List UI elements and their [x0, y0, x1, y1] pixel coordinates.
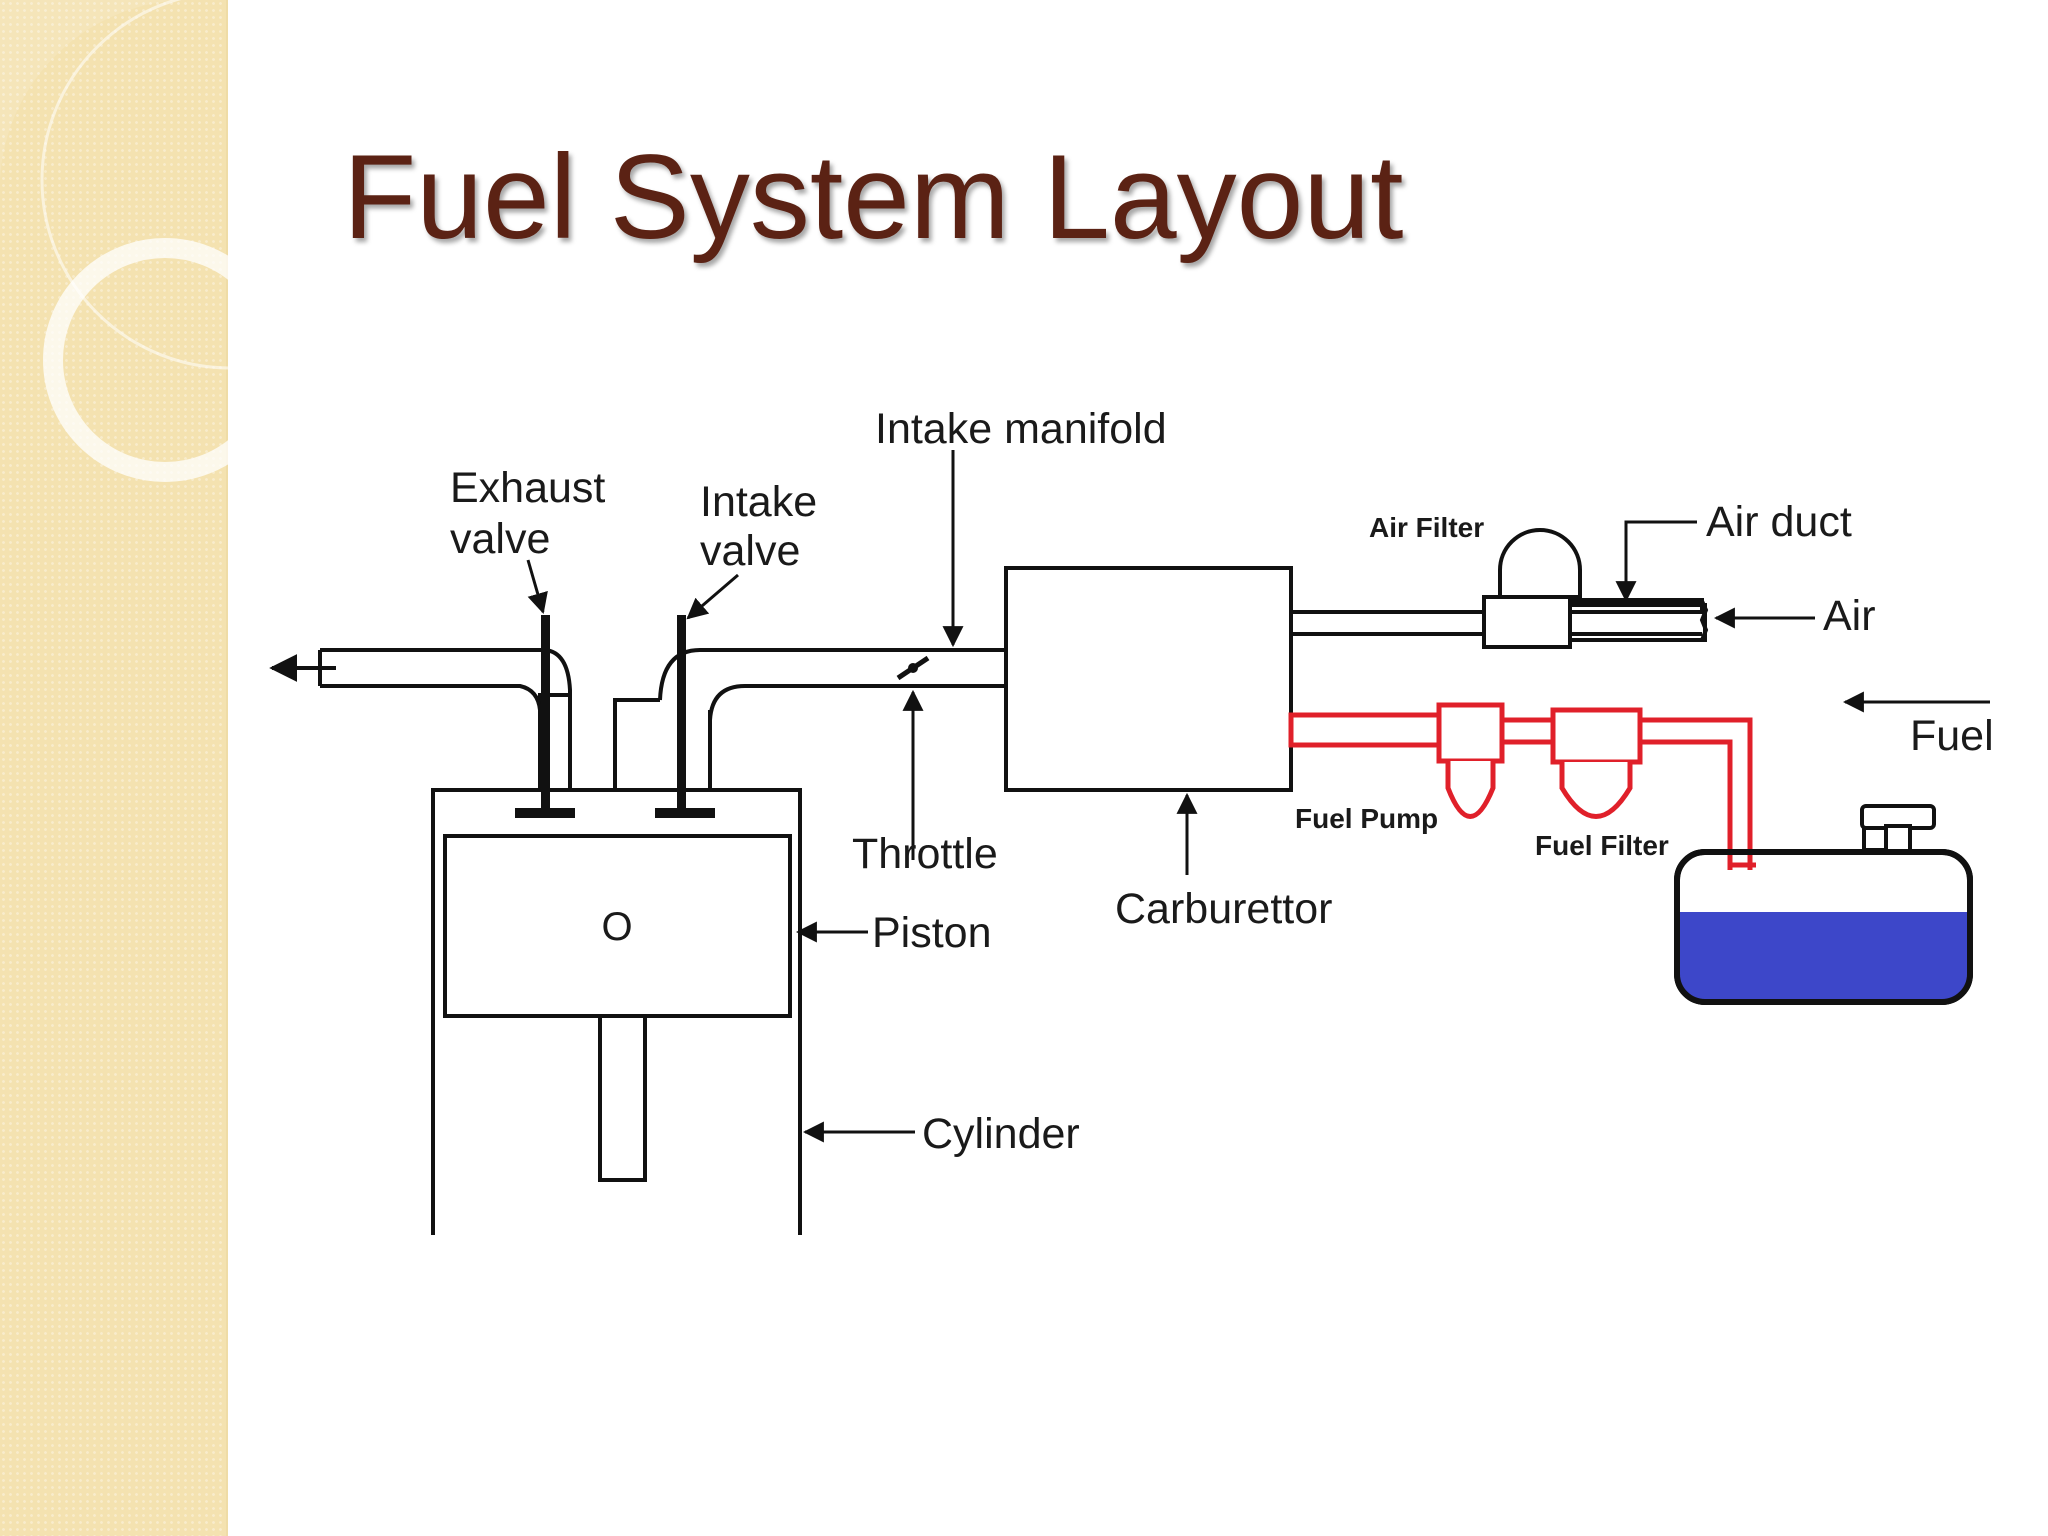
label-fuel-pump: Fuel Pump	[1295, 803, 1438, 834]
fuel-line	[1288, 712, 1756, 870]
label-throttle: Throttle	[852, 830, 998, 878]
fuel-tank	[1674, 804, 1973, 1005]
exhaust-valve	[515, 615, 575, 818]
throttle-valve	[896, 655, 930, 681]
label-piston: Piston	[872, 909, 992, 957]
carburettor	[1004, 566, 1293, 792]
cylinder-block	[431, 693, 802, 1235]
label-carburettor: Carburettor	[1115, 885, 1332, 933]
decorative-rings	[0, 0, 240, 482]
intake-valve	[655, 615, 715, 818]
label-intake-valve-line1: Intake	[700, 478, 817, 526]
label-fuel-filter: Fuel Filter	[1535, 830, 1669, 861]
connecting-rod	[598, 1016, 647, 1182]
intake-manifold-pipe	[658, 648, 1006, 790]
slide-title: Fuel System Layout	[343, 130, 1404, 264]
exhaust-port	[269, 648, 572, 790]
fuel-pump	[1436, 702, 1505, 819]
label-intake-valve-line2: valve	[700, 527, 800, 575]
fuel-filter	[1550, 707, 1643, 819]
piston	[443, 834, 792, 1018]
sidebar-edge	[226, 0, 228, 1536]
label-exhaust-valve-line2: valve	[450, 515, 550, 563]
label-air-filter: Air Filter	[1369, 512, 1484, 543]
label-fuel: Fuel	[1910, 712, 1994, 760]
label-exhaust-valve-line1: Exhaust	[450, 464, 605, 512]
label-air-duct: Air duct	[1706, 498, 1852, 546]
label-cylinder: Cylinder	[922, 1110, 1080, 1158]
piston-pin-mark: O	[601, 905, 632, 949]
air-filter	[1482, 528, 1582, 649]
label-intake-manifold: Intake manifold	[875, 405, 1167, 453]
leader-lines	[526, 450, 1990, 1143]
label-air: Air	[1823, 592, 1876, 640]
